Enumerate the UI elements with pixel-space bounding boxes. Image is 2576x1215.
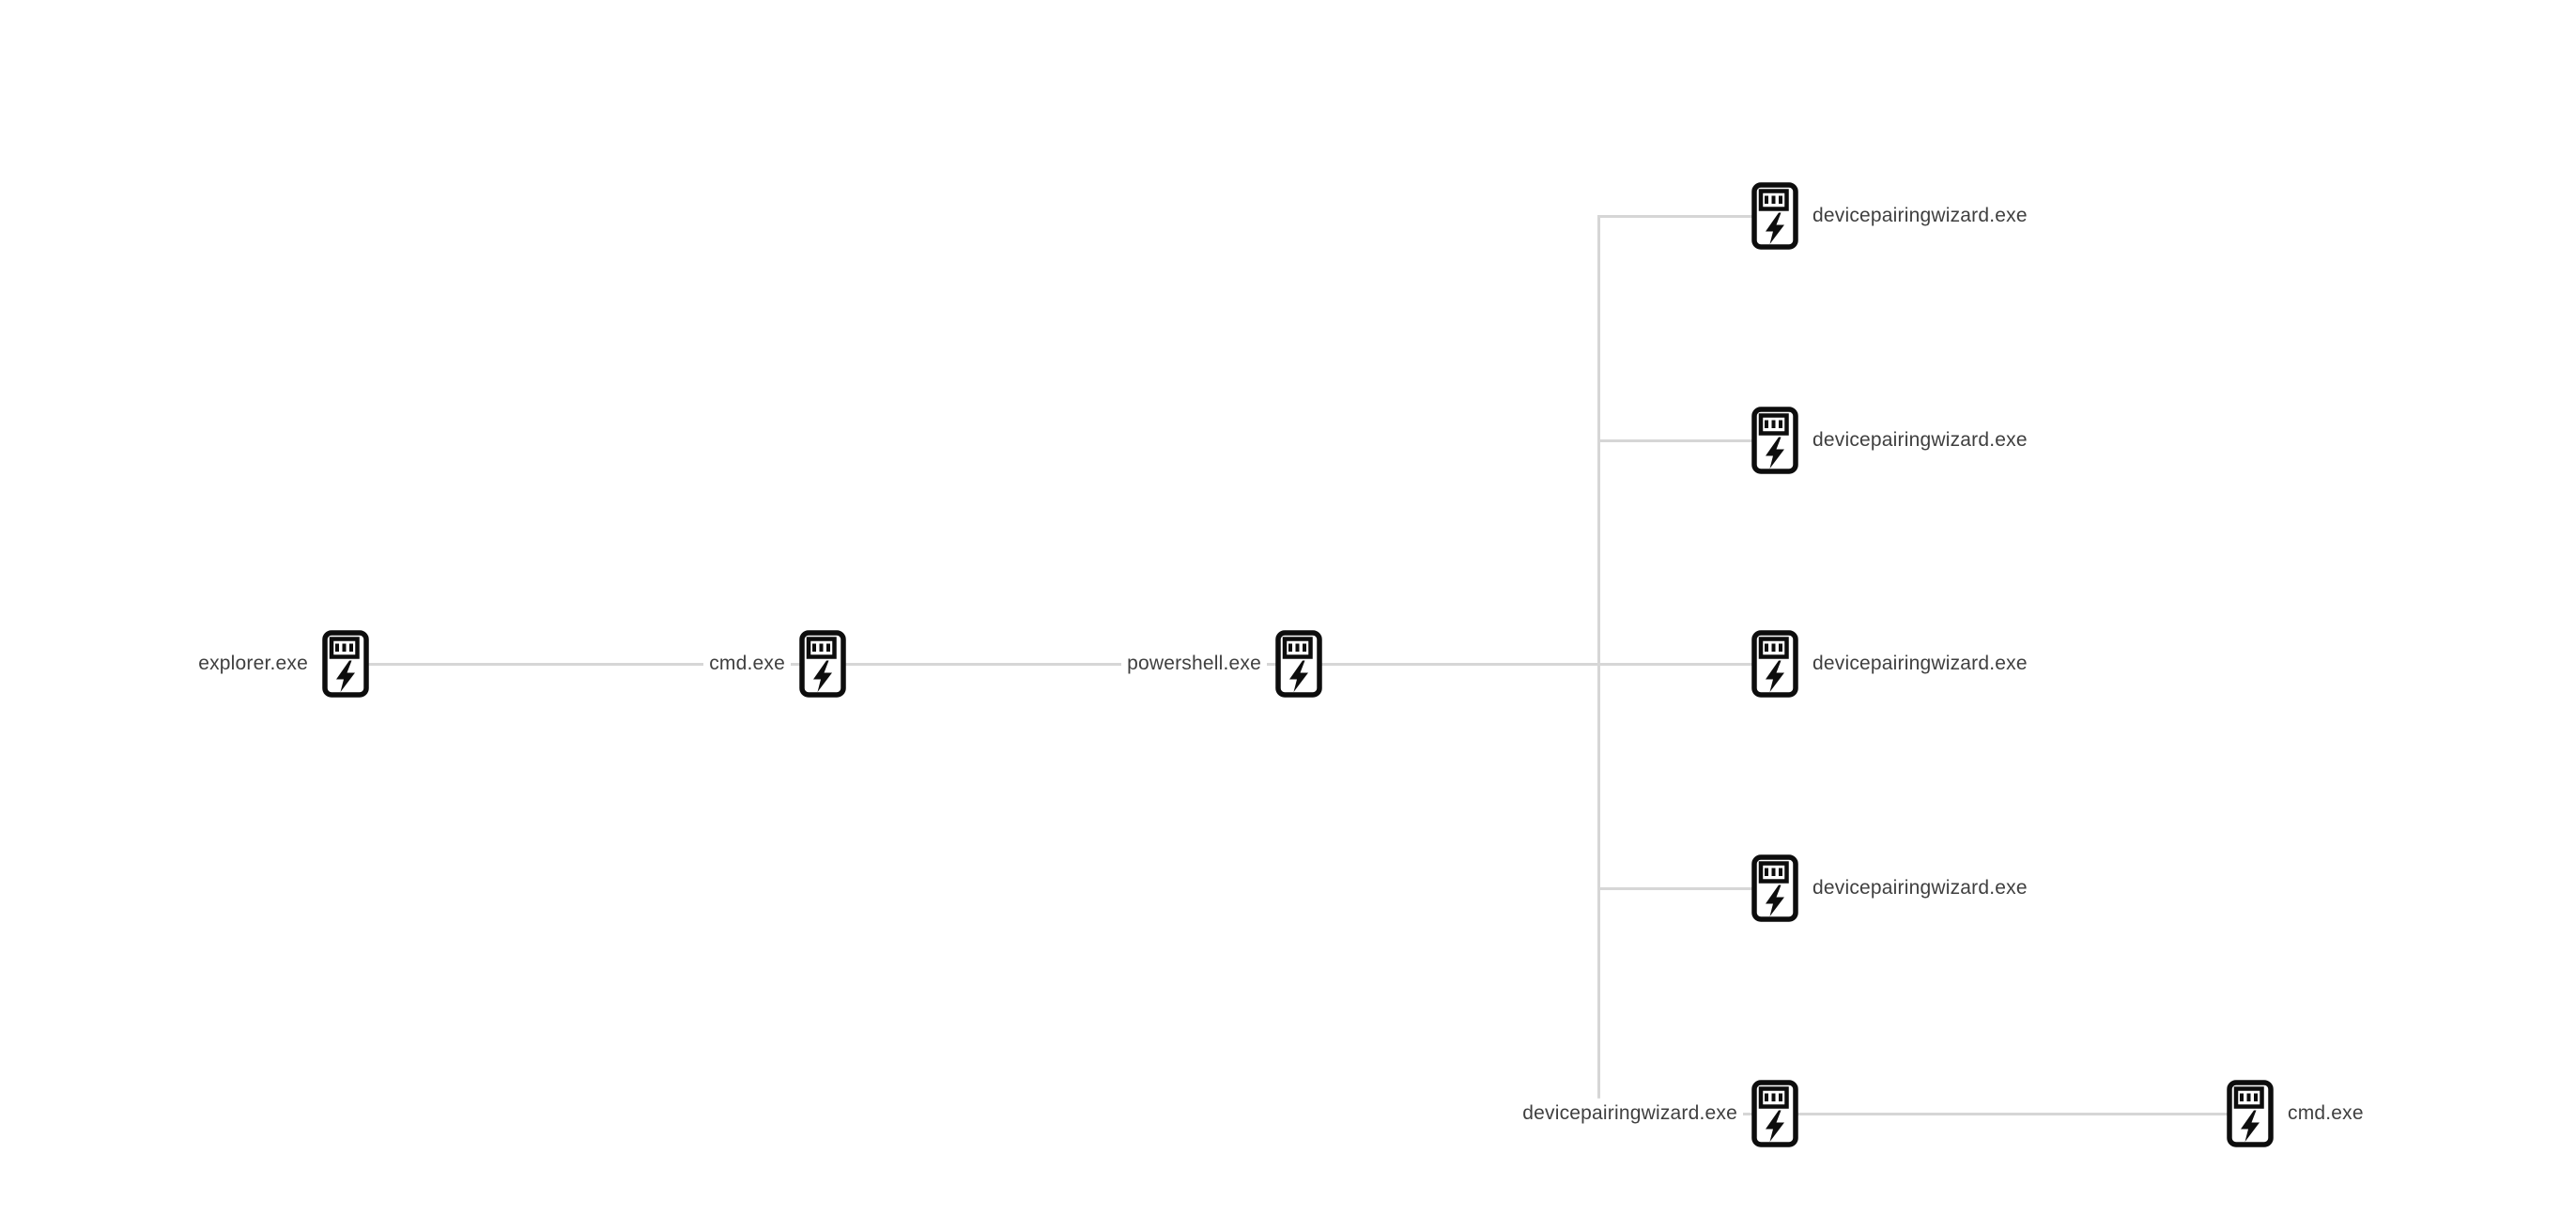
process-node-cmd-1[interactable]: [798, 630, 847, 698]
process-node-devicepairingwizard-3[interactable]: [1751, 630, 1799, 698]
tree-edge-h: [1597, 1112, 2252, 1115]
process-executable-icon: [2227, 1080, 2274, 1147]
process-label-devicepairingwizard-4: devicepairingwizard.exe: [1807, 872, 2033, 904]
tree-edge-v: [1597, 214, 1600, 1115]
process-node-powershell[interactable]: [1274, 630, 1323, 698]
process-executable-icon: [322, 630, 369, 698]
process-executable-icon: [1275, 630, 1322, 698]
process-executable-icon: [1751, 407, 1798, 474]
process-executable-icon: [1751, 630, 1798, 698]
process-node-devicepairingwizard-1[interactable]: [1751, 182, 1799, 250]
tree-edge-h: [1597, 438, 1777, 442]
process-node-explorer[interactable]: [321, 630, 370, 698]
process-label-devicepairingwizard-2: devicepairingwizard.exe: [1807, 424, 2033, 456]
tree-edge-h: [344, 662, 1777, 666]
process-node-devicepairingwizard-4[interactable]: [1751, 854, 1799, 922]
process-executable-icon: [1751, 854, 1798, 922]
process-node-cmd-2[interactable]: [2226, 1080, 2275, 1147]
tree-edge-h: [1597, 214, 1777, 218]
process-label-explorer: explorer.exe: [193, 648, 314, 680]
process-executable-icon: [1751, 1080, 1798, 1147]
process-node-devicepairingwizard-5[interactable]: [1751, 1080, 1799, 1147]
process-executable-icon: [1751, 182, 1798, 250]
process-label-devicepairingwizard-3: devicepairingwizard.exe: [1807, 648, 2033, 680]
process-label-devicepairingwizard-1: devicepairingwizard.exe: [1807, 200, 2033, 232]
process-label-cmd-2: cmd.exe: [2282, 1098, 2369, 1130]
process-label-cmd-1: cmd.exe: [703, 648, 791, 680]
tree-edge-h: [1597, 886, 1777, 890]
process-label-powershell: powershell.exe: [1121, 648, 1267, 680]
process-node-devicepairingwizard-2[interactable]: [1751, 407, 1799, 474]
process-label-devicepairingwizard-5: devicepairingwizard.exe: [1517, 1098, 1743, 1130]
process-executable-icon: [799, 630, 846, 698]
